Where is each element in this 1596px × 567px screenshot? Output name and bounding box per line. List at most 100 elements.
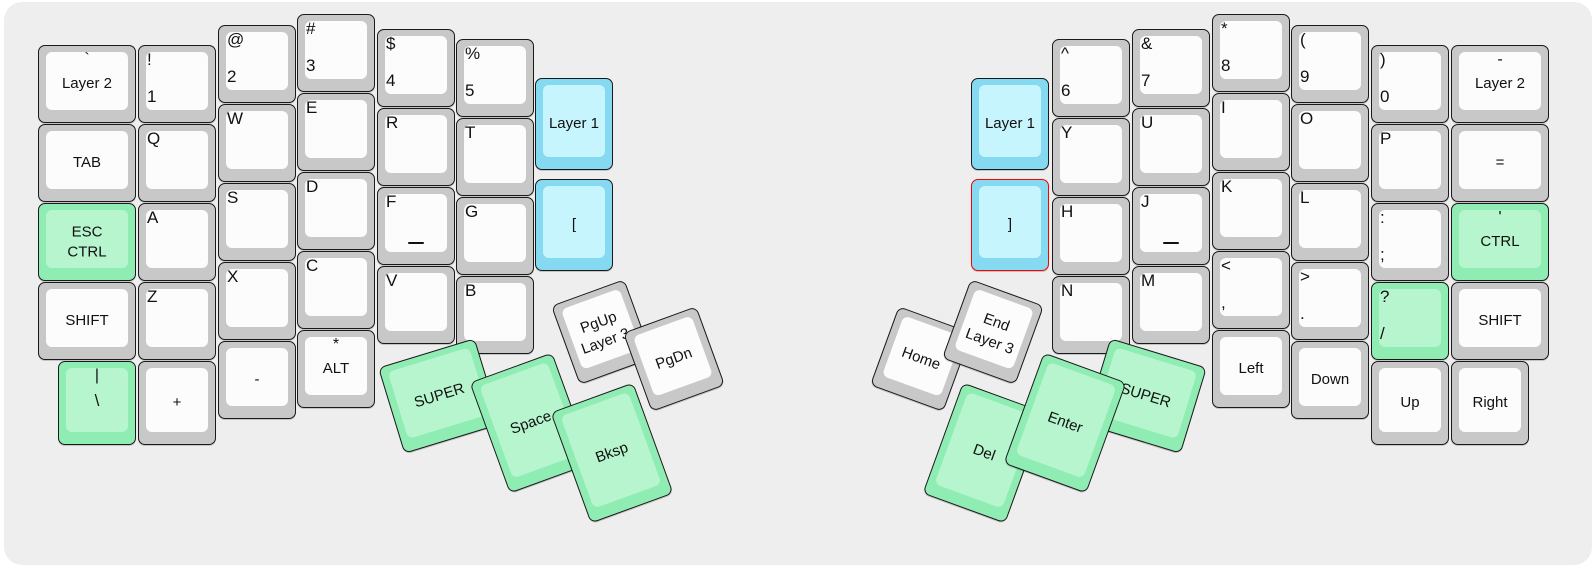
key-layer-1-l-r0-c6[interactable]: Layer 1 <box>535 78 613 170</box>
key-layer-2-l-r0-c0[interactable]: `Layer 2 <box>38 45 136 123</box>
key-q-l-r1-c1[interactable]: Q <box>138 124 216 202</box>
keycap-face <box>385 36 447 94</box>
keycap-face <box>1379 131 1441 189</box>
key-alt-l-r4-c3[interactable]: *ALT <box>297 330 375 408</box>
homing-bar-indicator <box>1163 242 1179 244</box>
key--r-r1-c6[interactable]: = <box>1451 124 1549 202</box>
keycap-face <box>146 289 208 347</box>
key--r-r0-c4[interactable]: (9 <box>1291 25 1369 103</box>
key-n-r-r3-c1[interactable]: N <box>1052 276 1130 354</box>
key--l-r0-c2[interactable]: @2 <box>218 25 296 103</box>
keycap-face <box>464 204 526 262</box>
key--r-r0-c5[interactable]: )0 <box>1371 45 1449 123</box>
key--l-r0-c4[interactable]: $4 <box>377 29 455 107</box>
key-r-l-r1-c4[interactable]: R <box>377 108 455 186</box>
key--r-r1-c0[interactable]: ] <box>971 179 1049 271</box>
keycap-face <box>1379 289 1441 347</box>
key-k-r-r2-c3[interactable]: K <box>1212 172 1290 250</box>
key-v-l-r3-c4[interactable]: V <box>377 266 455 344</box>
keycap-face <box>305 258 367 316</box>
keycap-face <box>464 125 526 183</box>
key--r-r0-c1[interactable]: ^6 <box>1052 39 1130 117</box>
key-w-l-r1-c2[interactable]: W <box>218 104 296 182</box>
keycap-face <box>1459 368 1521 432</box>
keycap-face <box>146 368 208 432</box>
key--r-r2-c5[interactable]: :; <box>1371 203 1449 281</box>
key-x-l-r3-c2[interactable]: X <box>218 262 296 340</box>
keycap-face <box>305 179 367 237</box>
keycap-face <box>1459 52 1541 110</box>
key-o-r-r1-c4[interactable]: O <box>1291 104 1369 182</box>
keycap-face <box>305 21 367 79</box>
key-left-r-r4-c3[interactable]: Left <box>1212 330 1290 408</box>
keycap-face <box>385 273 447 331</box>
key-y-r-r1-c1[interactable]: Y <box>1052 118 1130 196</box>
homing-bar-indicator <box>408 242 424 244</box>
key-shift-r-r3-c6[interactable]: SHIFT <box>1451 282 1549 360</box>
key-tab-l-r1-c0[interactable]: TAB <box>38 124 136 202</box>
key-p-r-r1-c5[interactable]: P <box>1371 124 1449 202</box>
key-f-l-r2-c4[interactable]: F <box>377 187 455 265</box>
keycap-face <box>305 100 367 158</box>
keycap-face <box>1299 32 1361 90</box>
keycap-face <box>146 210 208 268</box>
key--r-r0-c3[interactable]: *8 <box>1212 14 1290 92</box>
key-m-r-r3-c2[interactable]: M <box>1132 266 1210 344</box>
keycap-face <box>1060 46 1122 104</box>
key-e-l-r1-c3[interactable]: E <box>297 93 375 171</box>
keycap-face <box>1379 52 1441 110</box>
keycap-face <box>305 337 367 395</box>
key-layer-1-r-r0-c0[interactable]: Layer 1 <box>971 78 1049 170</box>
keycap-face <box>46 210 128 268</box>
keycap-face <box>385 115 447 173</box>
key--l-r1-c6[interactable]: [ <box>535 179 613 271</box>
keycap-face <box>1299 348 1361 406</box>
key--r-r3-c3[interactable]: <, <box>1212 251 1290 329</box>
key-z-l-r3-c1[interactable]: Z <box>138 282 216 360</box>
key--r-r0-c2[interactable]: &7 <box>1132 29 1210 107</box>
keycap-face <box>66 368 128 432</box>
keycap-face <box>1140 273 1202 331</box>
key-t-l-r1-c5[interactable]: T <box>456 118 534 196</box>
key--l-r0-c3[interactable]: #3 <box>297 14 375 92</box>
key-up-r-r4-c5[interactable]: Up <box>1371 361 1449 445</box>
key-right-r-r4-c6[interactable]: Right <box>1451 361 1529 445</box>
keycap-face <box>979 85 1041 157</box>
key-esc-l-r2-c0[interactable]: ESC CTRL <box>38 203 136 281</box>
key-l-r-r2-c4[interactable]: L <box>1291 183 1369 261</box>
keycap-face <box>1220 337 1282 395</box>
key--r-r3-c5[interactable]: ?/ <box>1371 282 1449 360</box>
key-layer-2-r-r0-c6[interactable]: -Layer 2 <box>1451 45 1549 123</box>
key-down-r-r4-c4[interactable]: Down <box>1291 341 1369 419</box>
key--l-r4-c1[interactable]: + <box>138 361 216 445</box>
keycap-face <box>953 288 1035 370</box>
keycap-face <box>979 186 1041 258</box>
keycap-face <box>1140 115 1202 173</box>
key--l-r4-c0[interactable]: |\ <box>58 361 136 445</box>
key-s-l-r2-c2[interactable]: S <box>218 183 296 261</box>
keycap-face <box>226 348 288 406</box>
key--r-r3-c4[interactable]: >. <box>1291 262 1369 340</box>
keycap-face <box>543 186 605 258</box>
key-g-l-r2-c5[interactable]: G <box>456 197 534 275</box>
keycap-face <box>226 32 288 90</box>
keycap-face <box>226 190 288 248</box>
key-i-r-r1-c3[interactable]: I <box>1212 93 1290 171</box>
key-u-r-r1-c2[interactable]: U <box>1132 108 1210 186</box>
key--l-r0-c1[interactable]: !1 <box>138 45 216 123</box>
key-shift-l-r3-c0[interactable]: SHIFT <box>38 282 136 360</box>
key--l-r4-c2[interactable]: - <box>218 341 296 419</box>
key--l-r0-c5[interactable]: %5 <box>456 39 534 117</box>
key-j-r-r2-c2[interactable]: J <box>1132 187 1210 265</box>
key-d-l-r2-c3[interactable]: D <box>297 172 375 250</box>
keycap-face <box>560 288 642 370</box>
key-a-l-r2-c1[interactable]: A <box>138 203 216 281</box>
key-c-l-r3-c3[interactable]: C <box>297 251 375 329</box>
keycap-face <box>46 131 128 189</box>
keycap-face <box>1299 269 1361 327</box>
keycap-face <box>1299 190 1361 248</box>
key-ctrl-r-r2-c6[interactable]: 'CTRL <box>1451 203 1549 281</box>
key-h-r-r2-c1[interactable]: H <box>1052 197 1130 275</box>
keycap-face <box>46 52 128 110</box>
